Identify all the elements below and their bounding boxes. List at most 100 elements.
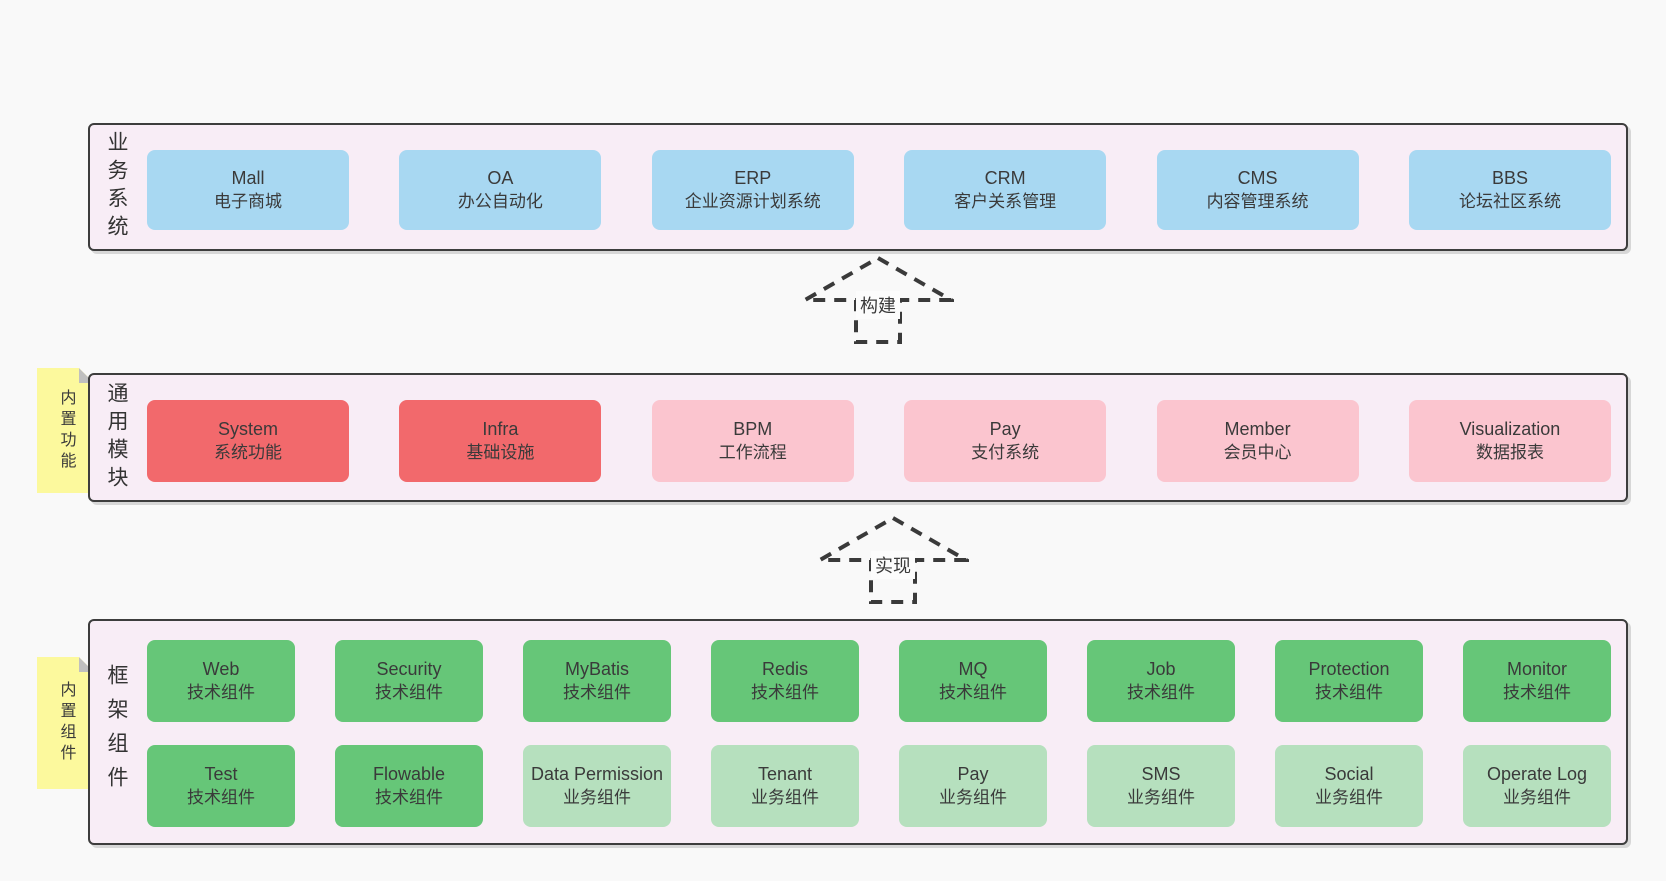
node-title: ERP — [734, 168, 772, 189]
node-title: CMS — [1237, 168, 1278, 189]
node-subtitle: 会员中心 — [1223, 442, 1292, 462]
node-social: Social 业务组件 — [1275, 745, 1423, 827]
node-sms: SMS 业务组件 — [1087, 745, 1235, 827]
node-subtitle: 业务组件 — [751, 787, 819, 807]
node-data-permission: Data Permission 业务组件 — [523, 745, 671, 827]
node-security: Security 技术组件 — [335, 640, 483, 722]
node-title: Social — [1324, 764, 1374, 785]
node-tenant: Tenant 业务组件 — [711, 745, 859, 827]
node-subtitle: 内容管理系统 — [1206, 191, 1309, 211]
node-pay-component: Pay 业务组件 — [899, 745, 1047, 827]
framework-components-row-1: Web 技术组件 Security 技术组件 MyBatis 技术组件 Redi… — [147, 640, 1611, 722]
node-title: CRM — [984, 168, 1026, 189]
node-title: Security — [376, 659, 442, 680]
node-member: Member 会员中心 — [1156, 400, 1359, 482]
arrow-implement: 实现 — [817, 515, 969, 605]
node-mybatis: MyBatis 技术组件 — [523, 640, 671, 722]
node-subtitle: 支付系统 — [971, 442, 1040, 462]
node-subtitle: 企业资源计划系统 — [684, 191, 821, 211]
node-subtitle: 论坛社区系统 — [1458, 191, 1561, 211]
node-subtitle: 业务组件 — [1503, 787, 1571, 807]
node-title: Monitor — [1506, 659, 1568, 680]
sticky-note-built-in-components: 内置组件 — [37, 657, 94, 789]
node-subtitle: 业务组件 — [939, 787, 1007, 807]
node-cms: CMS 内容管理系统 — [1156, 150, 1359, 230]
node-title: Job — [1146, 659, 1176, 680]
node-test: Test 技术组件 — [147, 745, 295, 827]
node-subtitle: 技术组件 — [187, 787, 255, 807]
node-infra: Infra 基础设施 — [399, 400, 602, 482]
node-title: Pay — [957, 764, 989, 785]
node-title: Tenant — [757, 764, 813, 785]
node-title: Pay — [989, 419, 1021, 440]
node-system: System 系统功能 — [147, 400, 349, 482]
arrow-build: 构建 — [802, 255, 954, 345]
node-subtitle: 业务组件 — [563, 787, 631, 807]
node-flowable: Flowable 技术组件 — [335, 745, 483, 827]
arrow-label-build: 构建 — [856, 291, 900, 319]
node-title: Member — [1224, 419, 1291, 440]
node-title: System — [217, 419, 278, 440]
node-title: Infra — [482, 419, 519, 440]
node-subtitle: 数据报表 — [1475, 442, 1544, 462]
node-subtitle: 业务组件 — [1127, 787, 1195, 807]
business-systems-panel: 业务系统 Mall 电子商城 OA 办公自动化 ERP 企业资源计划系统 CRM… — [88, 123, 1628, 251]
node-oa: OA 办公自动化 — [399, 150, 602, 230]
node-title: SMS — [1141, 764, 1181, 785]
node-mall: Mall 电子商城 — [147, 150, 349, 230]
node-title: Web — [202, 659, 240, 680]
dashed-up-arrow-icon — [802, 255, 954, 344]
node-title: Operate Log — [1486, 764, 1588, 785]
sticky-note-label: 内置组件 — [57, 681, 75, 765]
node-crm: CRM 客户关系管理 — [904, 150, 1107, 230]
node-subtitle: 客户关系管理 — [954, 191, 1057, 211]
node-subtitle: 技术组件 — [375, 682, 443, 702]
node-monitor: Monitor 技术组件 — [1463, 640, 1611, 722]
sticky-note-label: 内置功能 — [57, 388, 75, 473]
node-title: Visualization — [1459, 419, 1561, 440]
node-protection: Protection 技术组件 — [1275, 640, 1423, 722]
framework-components-row-2: Test 技术组件 Flowable 技术组件 Data Permission … — [147, 745, 1611, 827]
sticky-note-built-in-features: 内置功能 — [37, 368, 94, 493]
node-title: BPM — [733, 419, 773, 440]
node-title: Test — [204, 764, 238, 785]
node-title: OA — [487, 168, 514, 189]
node-job: Job 技术组件 — [1087, 640, 1235, 722]
node-subtitle: 技术组件 — [563, 682, 631, 702]
node-title: Flowable — [372, 764, 446, 785]
business-systems-row: Mall 电子商城 OA 办公自动化 ERP 企业资源计划系统 CRM 客户关系… — [147, 150, 1611, 230]
common-modules-panel: 通用模块 System 系统功能 Infra 基础设施 BPM 工作流程 Pay… — [88, 373, 1628, 502]
node-subtitle: 办公自动化 — [457, 191, 543, 211]
node-subtitle: 技术组件 — [1315, 682, 1383, 702]
node-title: MQ — [958, 659, 988, 680]
node-visualization: Visualization 数据报表 — [1408, 400, 1611, 482]
node-subtitle: 技术组件 — [375, 787, 443, 807]
node-title: BBS — [1491, 168, 1528, 189]
node-title: MyBatis — [564, 659, 629, 680]
node-subtitle: 业务组件 — [1315, 787, 1383, 807]
node-subtitle: 基础设施 — [466, 442, 535, 462]
arrow-label-implement: 实现 — [871, 551, 915, 579]
common-modules-row: System 系统功能 Infra 基础设施 BPM 工作流程 Pay 支付系统… — [147, 400, 1611, 482]
node-title: Mall — [231, 168, 265, 189]
node-subtitle: 技术组件 — [187, 682, 255, 702]
node-pay-module: Pay 支付系统 — [904, 400, 1107, 482]
node-bpm: BPM 工作流程 — [651, 400, 854, 482]
node-subtitle: 技术组件 — [1503, 682, 1571, 702]
node-bbs: BBS 论坛社区系统 — [1408, 150, 1611, 230]
node-subtitle: 技术组件 — [1127, 682, 1195, 702]
node-title: Protection — [1308, 659, 1390, 680]
node-subtitle: 技术组件 — [751, 682, 819, 702]
node-mq: MQ 技术组件 — [899, 640, 1047, 722]
section-label-framework-components: 框架组件 — [105, 664, 128, 800]
dashed-up-arrow-icon — [817, 515, 969, 604]
node-title: Redis — [761, 659, 809, 680]
node-subtitle: 工作流程 — [718, 442, 787, 462]
node-web: Web 技术组件 — [147, 640, 295, 722]
node-subtitle: 系统功能 — [214, 442, 282, 462]
framework-components-panel: 框架组件 Web 技术组件 Security 技术组件 MyBatis 技术组件… — [88, 619, 1628, 845]
node-title: Data Permission — [530, 764, 664, 785]
node-subtitle: 电子商城 — [214, 191, 282, 211]
node-redis: Redis 技术组件 — [711, 640, 859, 722]
